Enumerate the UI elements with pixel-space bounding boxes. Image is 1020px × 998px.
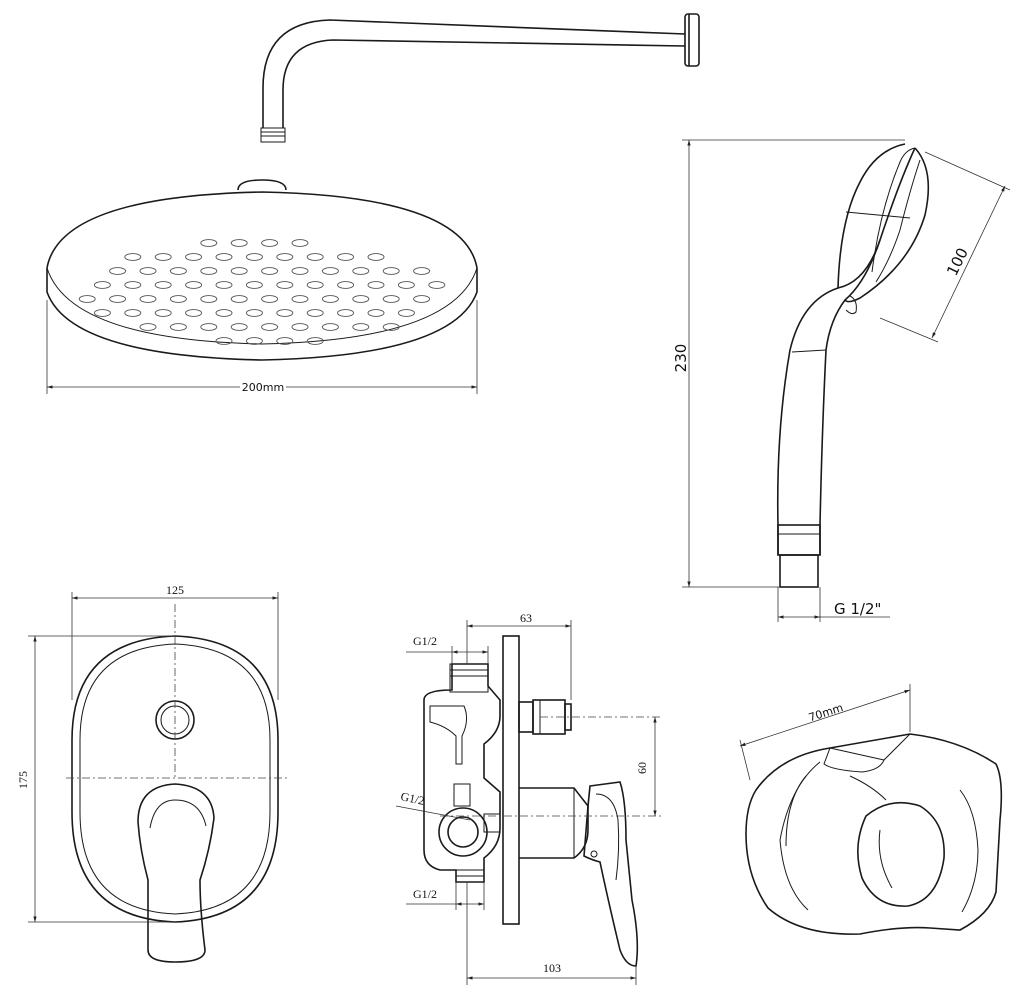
nozzle [428,281,446,289]
nozzle [321,267,339,275]
nozzle [367,281,385,289]
hand-shower-dimensions: 230 100 G 1/2" [672,139,1011,622]
wall-holder-dimension: 70mm [739,684,911,781]
nozzle [230,239,248,247]
nozzle [230,295,248,303]
nozzle [413,295,431,303]
hand-shower-thread-label: G 1/2" [834,600,881,618]
nozzle [276,309,294,317]
nozzle [215,309,233,317]
mixer-dimensions: 63 G1/2 60 G1/2 G1/2 103 [395,611,662,985]
nozzle [200,267,218,275]
nozzle [261,267,279,275]
holder-width-label: 70mm [807,701,845,724]
nozzle [169,295,187,303]
nozzle [352,295,370,303]
control-plate [66,604,290,963]
wall-holder [745,733,1003,935]
nozzle [124,253,142,261]
nozzle [397,309,415,317]
nozzle [291,239,309,247]
nozzle [139,323,157,331]
nozzle [139,267,157,275]
nozzle [261,323,279,331]
nozzle [382,323,400,331]
nozzle [337,253,355,261]
mixer-body [423,635,639,967]
nozzle [185,309,203,317]
hand-shower-head-label: 100 [943,245,972,279]
nozzle [291,295,309,303]
nozzle [169,323,187,331]
nozzle [306,337,324,345]
mixer-depth-top-label: 63 [520,611,532,625]
rain-shower-head [46,179,478,361]
nozzle [124,309,142,317]
nozzle [276,281,294,289]
nozzle [337,281,355,289]
nozzle [78,295,96,303]
nozzle [276,253,294,261]
nozzle [276,337,294,345]
nozzle [200,295,218,303]
plate-width-label: 125 [166,583,184,597]
nozzle [169,267,187,275]
nozzle [261,295,279,303]
nozzle [154,309,172,317]
nozzle [321,323,339,331]
nozzle [230,323,248,331]
mixer-depth-total-label: 103 [543,961,561,975]
nozzle [109,267,127,275]
nozzle [306,253,324,261]
control-plate-dimensions: 125 175 [16,583,279,923]
plate-height-label: 175 [16,771,30,789]
nozzle [109,295,127,303]
connection-side-label: G1/2 [399,789,425,808]
nozzle [413,267,431,275]
nozzle [245,337,263,345]
nozzle [215,281,233,289]
connection-bottom-label: G1/2 [413,887,437,901]
nozzle [245,309,263,317]
nozzle [185,253,203,261]
nozzle [200,323,218,331]
nozzle [397,281,415,289]
nozzle [306,309,324,317]
nozzle [154,281,172,289]
nozzle [93,281,111,289]
nozzle [215,337,233,345]
nozzle [321,295,339,303]
shower-arm [260,13,700,143]
nozzle [154,253,172,261]
mixer-outlet-spacing-label: 60 [635,762,649,774]
nozzle [352,323,370,331]
nozzle [382,295,400,303]
nozzle [367,309,385,317]
nozzle [200,239,218,247]
nozzle [382,267,400,275]
nozzle [185,281,203,289]
nozzle [245,253,263,261]
nozzle [124,281,142,289]
nozzle [337,309,355,317]
nozzle [261,239,279,247]
nozzle [306,281,324,289]
nozzle [230,267,248,275]
shower-head-dimension: 200mm [46,300,478,394]
nozzle [245,281,263,289]
nozzle [291,323,309,331]
connection-top-label: G1/2 [413,634,437,648]
hand-shower [776,143,930,588]
shower-head-width-label: 200mm [242,381,284,394]
nozzle [139,295,157,303]
nozzle [352,267,370,275]
hand-shower-length-label: 230 [672,344,690,373]
nozzle-pattern [78,239,446,345]
nozzle [367,253,385,261]
nozzle [215,253,233,261]
nozzle [291,267,309,275]
nozzle [93,309,111,317]
